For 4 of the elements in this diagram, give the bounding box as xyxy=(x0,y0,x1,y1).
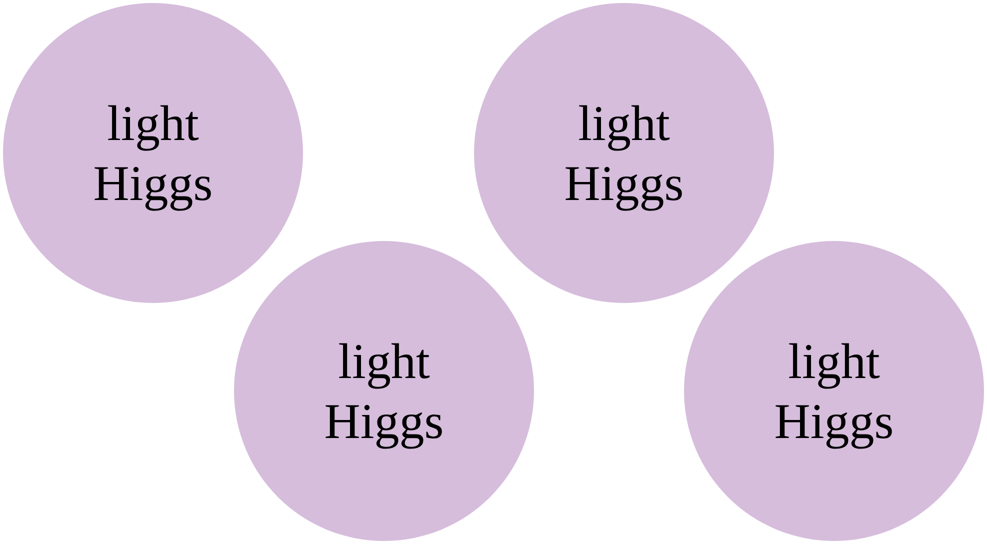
node-label: light Higgs xyxy=(323,332,445,451)
node-label: light Higgs xyxy=(773,332,895,451)
node-label: light Higgs xyxy=(563,94,685,213)
node-label: light Higgs xyxy=(92,94,214,213)
